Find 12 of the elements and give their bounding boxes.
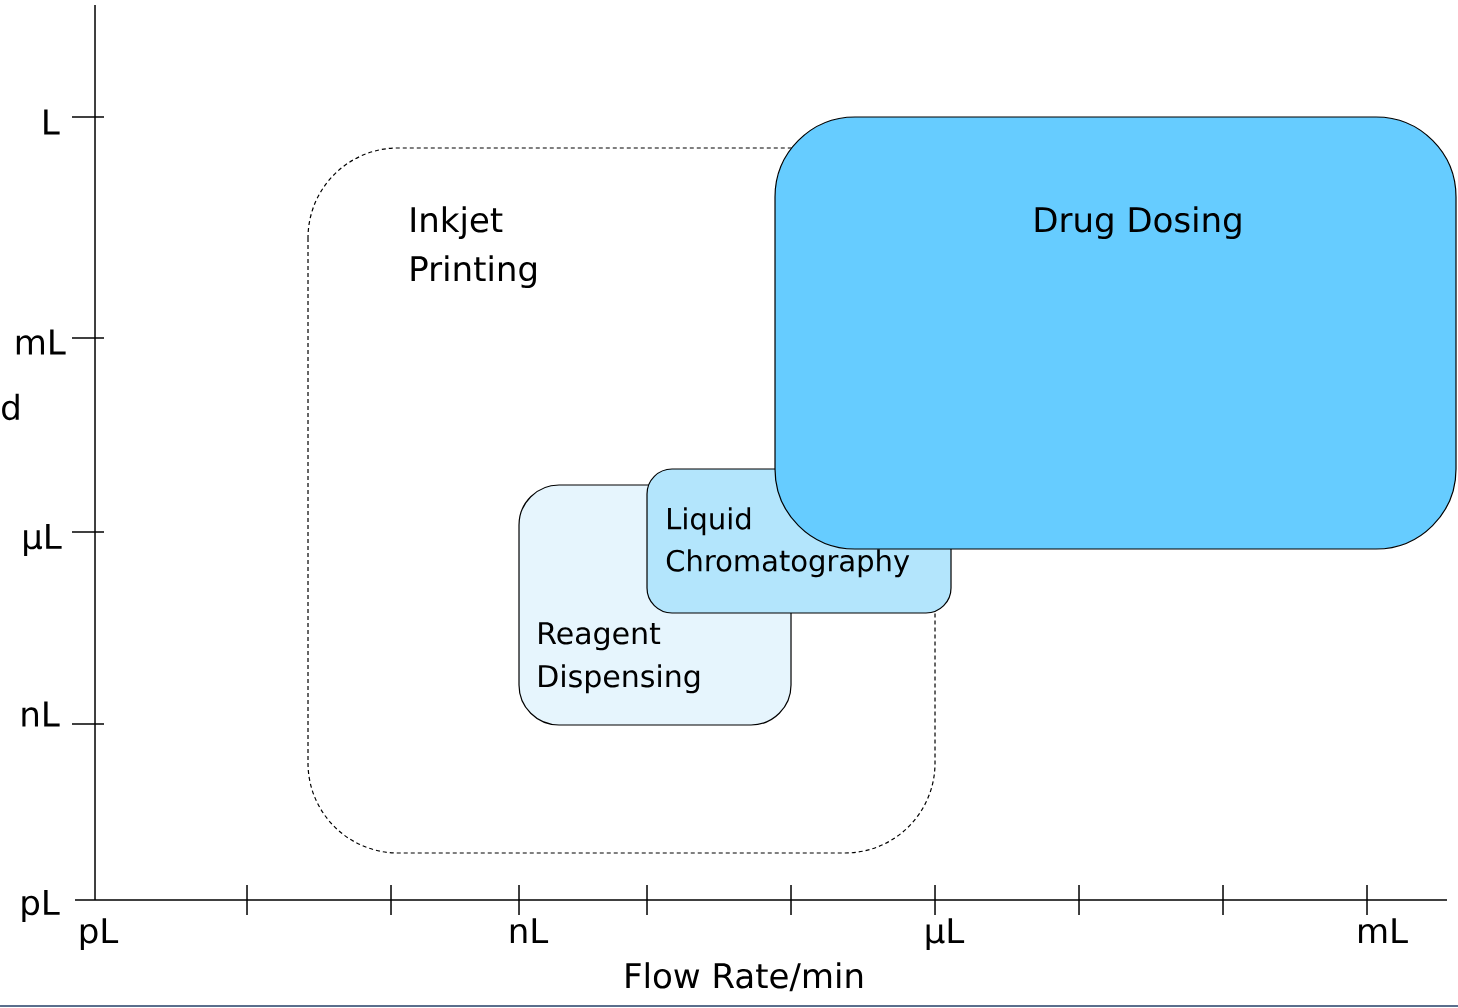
tick-label: μL bbox=[24, 524, 62, 556]
tick-label: pL bbox=[22, 890, 60, 922]
tick-label: nL bbox=[510, 918, 549, 943]
tick-label: mL bbox=[1359, 918, 1408, 943]
tick-label: nL bbox=[22, 701, 60, 727]
tick-label: μL bbox=[926, 918, 965, 951]
tick-label: pL bbox=[80, 918, 119, 951]
tick-label: L bbox=[44, 109, 60, 135]
application-box: Drug Dosing bbox=[774, 116, 1457, 550]
partial-label: d bbox=[2, 393, 19, 421]
axis-title: Flow Rate/min bbox=[626, 962, 863, 992]
tick-label: mL bbox=[16, 329, 66, 355]
